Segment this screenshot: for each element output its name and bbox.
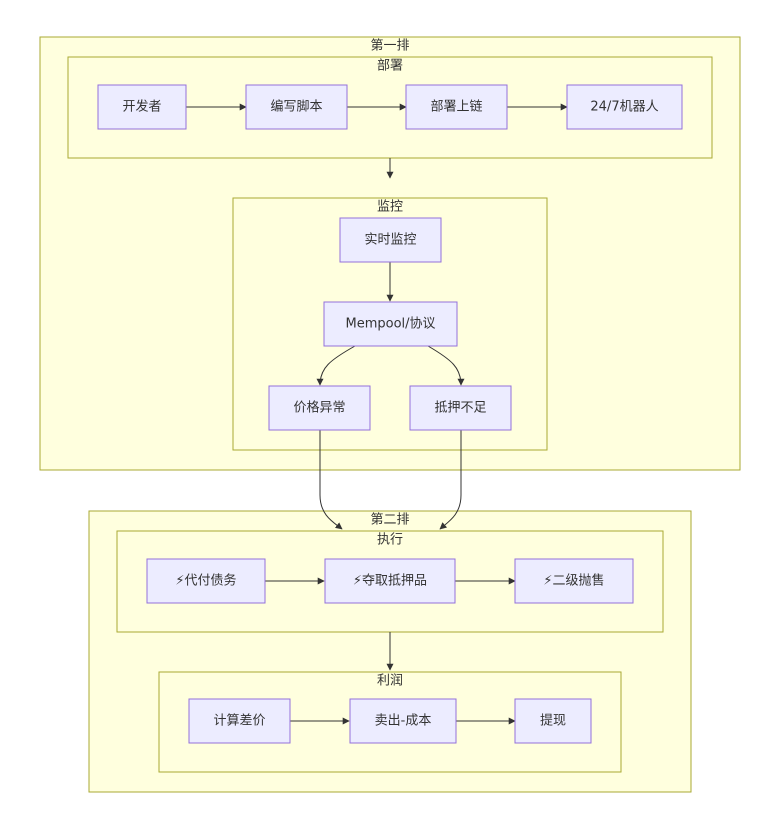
node-write-script[interactable]: 编写脚本 [245,84,348,130]
node-bot-247[interactable]: 24/7机器人 [566,84,683,130]
node-undercollateral[interactable]: 抵押不足 [409,385,512,431]
node-mempool[interactable]: Mempool/协议 [323,301,458,347]
node-deploy-onchain[interactable]: 部署上链 [405,84,508,130]
edge-collateral-to-row2 [439,430,462,530]
node-write-script-label: 编写脚本 [270,99,322,115]
node-secondary-sell[interactable]: ⚡二级抛售 [514,558,634,604]
node-price-anomaly[interactable]: 价格异常 [268,385,371,431]
node-price-anomaly-label: 价格异常 [293,400,345,416]
edge-price-to-row2 [319,430,343,530]
group-deploy-label: 部署 [377,59,403,74]
node-repay-debt-label: ⚡代付债务 [175,573,236,589]
node-realtime-monitor[interactable]: 实时监控 [339,217,442,263]
node-developer-label: 开发者 [122,99,161,115]
node-deploy-onchain-label: 部署上链 [430,100,482,115]
node-mempool-label: Mempool/协议 [345,317,435,332]
node-calc-spread[interactable]: 计算差价 [188,698,291,744]
node-withdraw-label: 提现 [540,713,566,729]
node-realtime-monitor-label: 实时监控 [364,233,416,248]
group-profit-label: 利润 [377,674,403,689]
group-row1-label: 第一排 [370,39,409,54]
node-calc-spread-label: 计算差价 [213,714,265,729]
node-seize-collateral[interactable]: ⚡夺取抵押品 [324,558,456,604]
edge-mempool-to-price [316,345,356,386]
node-withdraw[interactable]: 提现 [514,698,592,744]
node-seize-collateral-label: ⚡夺取抵押品 [353,574,427,589]
node-repay-debt[interactable]: ⚡代付债务 [146,558,266,604]
node-sell-minus-cost-label: 卖出-成本 [375,714,432,729]
node-undercollateral-label: 抵押不足 [434,401,486,416]
edge-mempool-to-collateral [427,345,465,386]
group-row2-label: 第二排 [370,513,409,528]
group-execute-label: 执行 [377,533,403,548]
group-monitor-label: 监控 [377,200,403,215]
node-secondary-sell-label: ⚡二级抛售 [543,573,604,589]
node-sell-minus-cost[interactable]: 卖出-成本 [349,698,457,744]
node-bot-247-label: 24/7机器人 [590,100,658,115]
node-developer[interactable]: 开发者 [97,84,187,130]
edges [186,103,568,725]
